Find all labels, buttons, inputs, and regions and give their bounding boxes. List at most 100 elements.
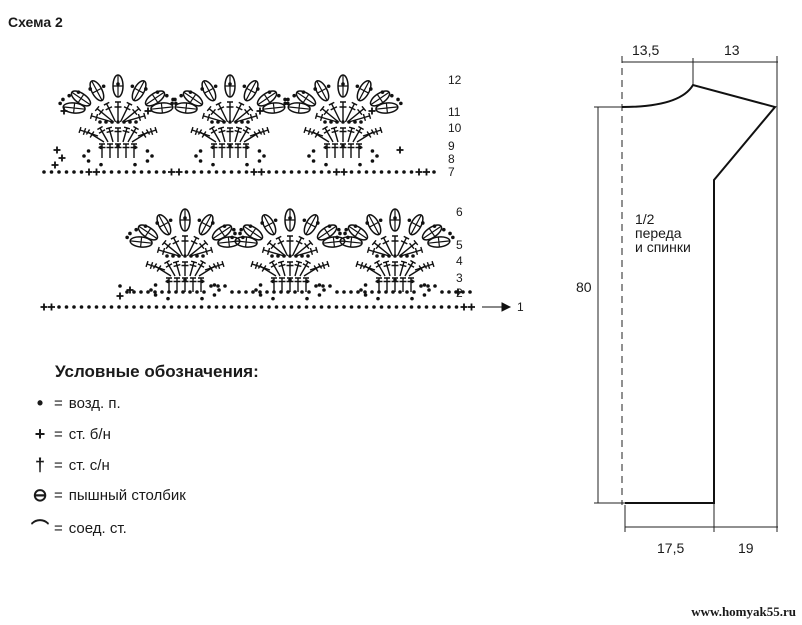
chain-stitch — [174, 290, 178, 294]
chain-stitch — [199, 170, 204, 174]
chain-stitch — [144, 87, 148, 91]
equals-sign: = — [54, 426, 63, 443]
chain-stitch — [402, 305, 406, 309]
double-crochet — [269, 259, 281, 277]
row-number: 1 — [517, 300, 524, 314]
puff-stitch — [174, 102, 198, 114]
chain-stitch — [267, 305, 271, 309]
chain-stitch — [365, 221, 369, 225]
double-crochet — [189, 260, 198, 277]
chain-stitch — [302, 218, 307, 223]
chain-stitch — [292, 93, 296, 98]
chain-stitch — [139, 305, 144, 309]
double-crochet — [371, 239, 391, 257]
chain-stitch — [372, 305, 376, 309]
chain-stitch — [363, 290, 367, 294]
chain-stitch — [237, 170, 241, 174]
chain-stitch — [42, 170, 46, 174]
single-crochet — [168, 168, 175, 176]
chain-stitch — [304, 305, 309, 309]
chain-stitch — [393, 216, 397, 220]
chain-stitch — [286, 101, 290, 106]
chain-stitch — [256, 87, 260, 91]
chain-stitch — [313, 87, 317, 91]
double-crochet — [239, 125, 251, 143]
chain-stitch — [377, 290, 381, 294]
chain-stitch — [109, 170, 114, 174]
double-crochet — [186, 235, 200, 257]
double-crochet — [204, 260, 225, 271]
double-crochet — [286, 261, 294, 276]
piece-label-fraction: 1/2 — [635, 211, 655, 227]
chain-stitch — [245, 145, 249, 150]
chain-stitch — [214, 305, 219, 309]
chain-stitch — [356, 290, 360, 294]
chain-stitch — [353, 224, 358, 228]
chain-stitch — [468, 290, 472, 294]
chain-stitch — [283, 101, 287, 106]
double-crochet — [275, 235, 289, 257]
chain-stitch — [153, 293, 158, 297]
puff-stitch — [144, 90, 166, 107]
chain-stitch — [233, 231, 237, 236]
double-crochet — [122, 143, 130, 158]
double-crochet — [399, 260, 408, 277]
chain-stitch — [411, 254, 415, 258]
chain-stitch — [200, 87, 204, 91]
chain-stitch — [288, 216, 292, 220]
chain-stitch — [379, 305, 384, 309]
double-crochet — [194, 259, 206, 277]
puff-stitch — [337, 74, 349, 98]
chain-stitch — [244, 290, 248, 294]
single-crochet — [340, 168, 348, 176]
double-crochet — [226, 101, 234, 122]
chain-stitch — [49, 170, 54, 174]
single-crochet — [256, 107, 264, 115]
single-crochet — [175, 168, 183, 176]
double-crochet — [261, 246, 285, 257]
double-crochet — [119, 101, 133, 123]
chain-stitch — [412, 290, 416, 294]
chain-stitch — [216, 284, 220, 288]
double-crochet — [294, 260, 303, 277]
chain-stitch — [257, 149, 262, 153]
chain-stitch — [358, 162, 362, 167]
chain-stitch — [145, 159, 150, 163]
double-crochet — [161, 239, 181, 257]
chain-stitch — [286, 97, 290, 102]
double-crochet — [295, 246, 319, 257]
chain-stitch — [198, 159, 203, 163]
dim-neck-width: 13,5 — [632, 42, 660, 58]
chain-stitch — [188, 90, 193, 94]
chain-stitch — [153, 290, 157, 294]
chain-stitch — [195, 290, 199, 294]
legend-label: ст. б/н — [68, 426, 111, 443]
chain-stitch — [213, 84, 218, 89]
chain-stitch — [396, 97, 400, 102]
chain-stitch — [143, 224, 148, 228]
chain-stitch — [162, 170, 166, 174]
legend-label: возд. п. — [68, 395, 121, 412]
chain-stitch — [297, 170, 301, 174]
watermark: www.homyak55.ru — [691, 604, 796, 619]
chain-stitch — [181, 290, 185, 294]
double-crochet — [380, 235, 394, 257]
chain-stitch — [244, 305, 249, 309]
chain-stitch — [343, 231, 347, 236]
single-crochet — [333, 168, 340, 176]
chain-stitch — [212, 283, 217, 287]
chain-stitch — [254, 288, 258, 292]
double-crochet — [137, 126, 158, 137]
chain-stitch — [387, 170, 391, 174]
chain-stitch — [230, 290, 234, 294]
double-crochet — [391, 235, 399, 256]
chain-stitch — [277, 93, 281, 98]
single-crochet — [460, 303, 468, 311]
chain-stitch — [311, 159, 316, 163]
chain-stitch — [422, 293, 427, 297]
chain-stitch — [370, 290, 374, 294]
chain-stitch — [94, 305, 99, 309]
double-crochet — [127, 125, 139, 143]
double-crochet — [94, 105, 114, 123]
single-crochet — [258, 168, 265, 176]
